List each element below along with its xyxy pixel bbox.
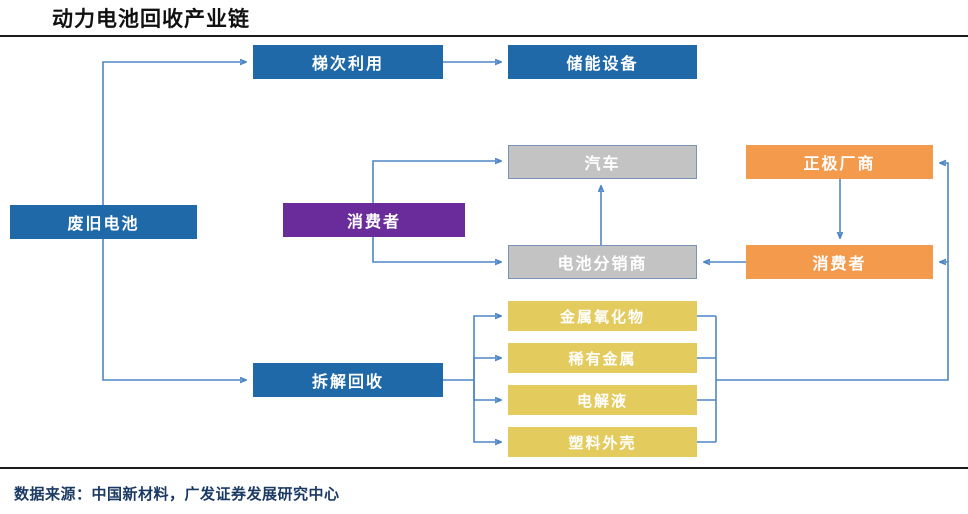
node-label: 金属氧化物: [559, 309, 645, 326]
node-cascade-use[interactable]: 梯次利用: [253, 45, 443, 79]
edge-materials-to-consumer-right: [716, 262, 949, 381]
node-label: 稀有金属: [568, 351, 637, 368]
node-energy-storage[interactable]: 储能设备: [508, 45, 697, 79]
node-consumer-left[interactable]: 消费者: [283, 203, 465, 237]
edge-dismantle-to-electrolyte: [473, 380, 501, 400]
node-automobile[interactable]: 汽车: [508, 145, 697, 179]
node-dismantle-recycle[interactable]: 拆解回收: [253, 363, 443, 397]
node-consumer-right[interactable]: 消费者: [746, 245, 933, 279]
node-label: 消费者: [812, 256, 867, 273]
node-label: 废旧电池: [67, 216, 140, 233]
node-cathode-maker[interactable]: 正极厂商: [746, 145, 933, 179]
edge-waste-to-dismantle: [102, 222, 246, 380]
divider-top: [0, 35, 968, 37]
source-note: 数据来源：中国新材料，广发证券发展研究中心: [14, 487, 340, 503]
edge-materials-to-cathode: [940, 163, 949, 262]
node-plastic-shell[interactable]: 塑料外壳: [508, 427, 697, 457]
node-label: 梯次利用: [311, 56, 384, 73]
node-waste-battery[interactable]: 废旧电池: [10, 205, 197, 239]
node-metal-oxide[interactable]: 金属氧化物: [508, 301, 697, 331]
node-label: 消费者: [346, 214, 401, 231]
edge-dismantle-to-metal-oxide: [473, 316, 501, 380]
node-label: 拆解回收: [311, 374, 384, 391]
page-title: 动力电池回收产业链: [52, 7, 250, 31]
node-label: 正极厂商: [803, 156, 876, 173]
edge-dismantle-to-plastic-shell: [473, 380, 501, 442]
node-label: 塑料外壳: [568, 435, 637, 452]
divider-bottom: [0, 467, 968, 469]
node-battery-distributor[interactable]: 电池分销商: [508, 245, 697, 279]
node-label: 电池分销商: [557, 256, 648, 273]
node-rare-metal[interactable]: 稀有金属: [508, 343, 697, 373]
node-electrolyte[interactable]: 电解液: [508, 385, 697, 415]
node-label: 汽车: [584, 156, 621, 173]
edge-dismantle-to-rare-metal: [473, 358, 501, 380]
node-label: 储能设备: [566, 56, 639, 73]
edge-waste-to-cascade: [102, 62, 246, 222]
node-label: 电解液: [576, 393, 628, 410]
